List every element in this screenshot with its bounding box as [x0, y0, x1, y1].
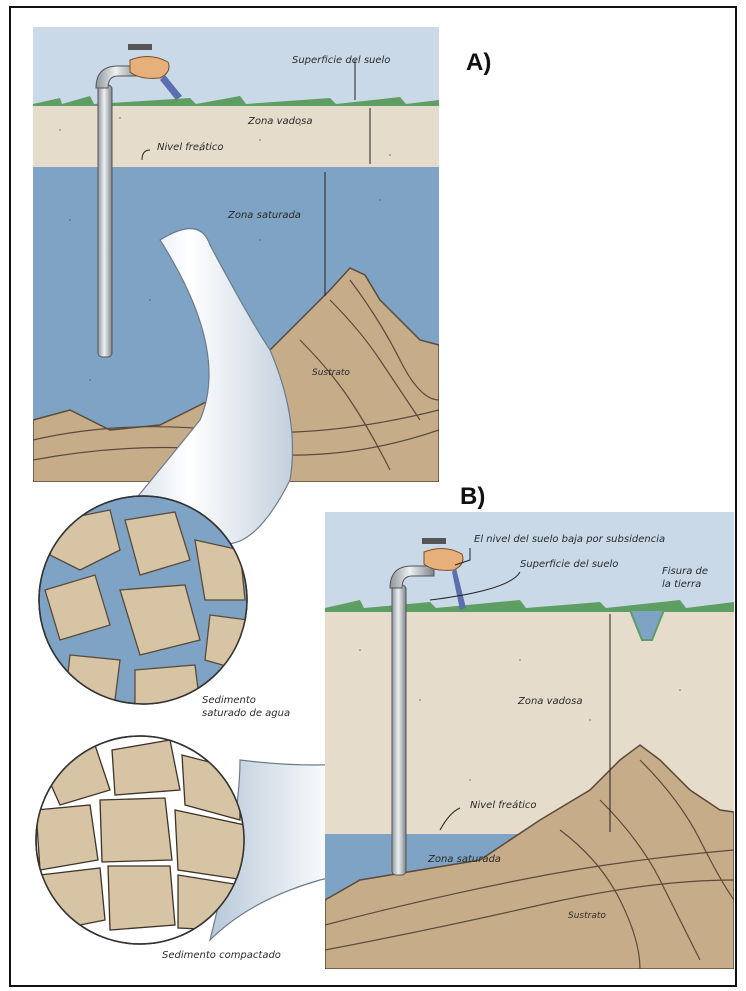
vadose-zone-a	[33, 105, 439, 167]
hand-b	[424, 548, 463, 570]
label-b-vadose-zone: Zona vadosa	[517, 696, 582, 707]
label-a-ground-surface: Superficie del suelo	[292, 55, 390, 66]
label-a-water-table: Nivel freático	[157, 141, 224, 153]
label-b-fissure-line1: Fisura de	[662, 566, 708, 577]
saturated-sediment-inset	[39, 496, 248, 710]
label-b-saturated-zone: Zona saturada	[427, 854, 501, 865]
label-saturated-sediment-line1: Sedimento	[202, 695, 256, 706]
panel-b-heading: B)	[460, 483, 485, 510]
label-b-subsidence: El nivel del suelo baja por subsidencia	[474, 534, 665, 545]
label-b-ground-surface: Superficie del suelo	[520, 559, 618, 570]
label-b-fissure-line2: la tierra	[662, 579, 701, 590]
label-a-bedrock: Sustrato	[312, 368, 350, 378]
label-b-water-table: Nivel freático	[470, 799, 537, 811]
sky-a	[33, 27, 439, 105]
label-a-saturated-zone: Zona saturada	[227, 210, 301, 221]
well-pipe-b	[392, 585, 406, 875]
panel-a-heading: A)	[466, 49, 491, 76]
compacted-sediment-inset	[36, 736, 245, 944]
hand-a	[130, 56, 169, 78]
label-compacted-sediment: Sedimento compactado	[162, 950, 281, 961]
label-b-bedrock: Sustrato	[568, 911, 606, 921]
label-a-vadose-zone: Zona vadosa	[247, 116, 312, 127]
label-saturated-sediment-line2: saturado de agua	[202, 708, 290, 719]
well-pipe-a	[98, 85, 112, 357]
